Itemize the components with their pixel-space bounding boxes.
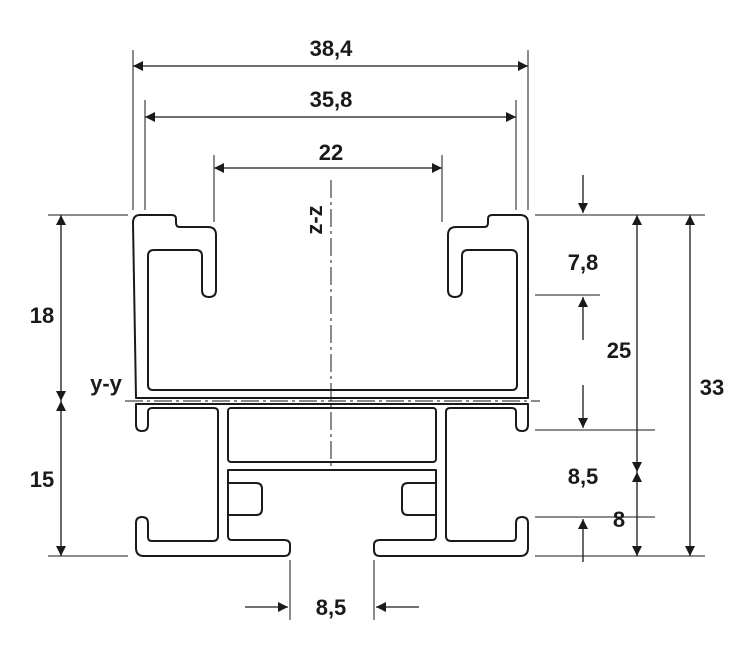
right-slot (401, 482, 436, 516)
label-z-z-axis: z-z (302, 205, 327, 234)
profile-outline (132, 214, 529, 557)
label-height-8: 8 (613, 507, 625, 532)
axes (125, 180, 540, 470)
label-height-8-5: 8,5 (568, 464, 599, 489)
label-inner-width: 35,8 (310, 87, 353, 112)
lower-body-outline (135, 403, 529, 557)
label-height-25: 25 (607, 338, 631, 363)
extension-lines (48, 50, 705, 620)
label-height-33: 33 (700, 375, 724, 400)
label-slot-span: 22 (319, 140, 343, 165)
dimension-lines (56, 61, 695, 612)
label-slot-depth: 7,8 (568, 250, 599, 275)
label-overall-width: 38,4 (310, 36, 354, 61)
label-y-y-axis: y-y (90, 371, 123, 396)
label-bottom-height: 15 (30, 467, 54, 492)
left-slot (228, 482, 263, 516)
label-top-height: 18 (30, 303, 54, 328)
label-bottom-opening: 8,5 (316, 595, 347, 620)
inner-chamber (227, 407, 437, 463)
upper-channel-outer (132, 214, 529, 399)
dimension-labels: 38,4 35,8 22 18 15 7,8 25 33 8,5 8 8,5 y… (30, 36, 724, 620)
